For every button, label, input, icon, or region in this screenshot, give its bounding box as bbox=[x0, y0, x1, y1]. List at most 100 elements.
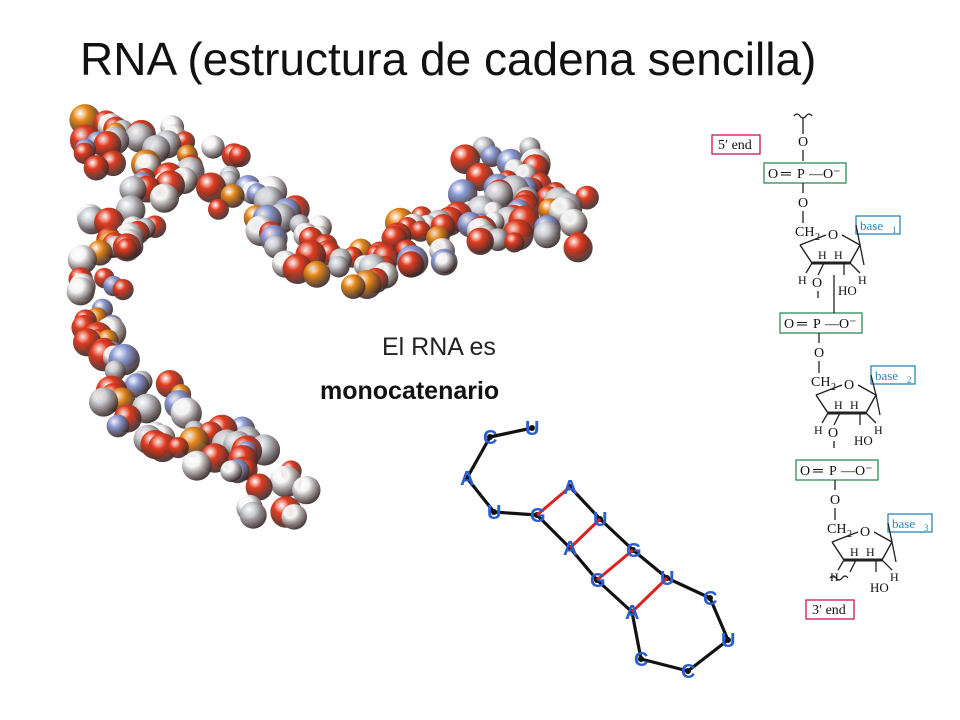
phosphate-p: P bbox=[797, 167, 805, 182]
atom-oxygen bbox=[466, 227, 494, 255]
nucleotide-15: U bbox=[593, 509, 607, 531]
phosphate-double-bond: ═ bbox=[796, 317, 807, 332]
backbone-node bbox=[725, 637, 731, 643]
atom-phosphorus bbox=[303, 260, 331, 288]
atom-carbon bbox=[328, 255, 350, 278]
atom-hydrogen bbox=[182, 450, 212, 481]
nucleotide-6: A bbox=[563, 538, 577, 560]
atom-hydrogen bbox=[201, 135, 225, 159]
hydroxyl: HO bbox=[854, 433, 873, 448]
phosphate-single-bond: — bbox=[840, 464, 856, 479]
slide-title: RNA (estructura de cadena sencilla) bbox=[80, 33, 817, 85]
ring-h: H bbox=[890, 570, 899, 584]
atom-oxygen bbox=[410, 220, 431, 242]
atom-oxygen bbox=[83, 155, 110, 181]
five-end-label: 5′ end bbox=[718, 138, 752, 153]
nucleotide-5: G bbox=[530, 505, 546, 527]
phosphate-box bbox=[763, 162, 847, 184]
atom-oxygen bbox=[112, 279, 134, 301]
atom-phosphorus bbox=[220, 183, 245, 208]
backbone-bond bbox=[666, 576, 711, 600]
atom-oxygen bbox=[245, 473, 273, 501]
backbone-bond bbox=[630, 611, 643, 660]
atom-oxygen bbox=[167, 437, 189, 459]
atom-oxygen bbox=[228, 145, 251, 168]
ring-h: H bbox=[834, 398, 843, 412]
backbone-node bbox=[491, 509, 497, 515]
nucleotide-11: U bbox=[721, 630, 735, 652]
caption-line-1: El RNA es bbox=[382, 333, 496, 361]
ring-h: H bbox=[814, 423, 823, 437]
ch2-group: CH bbox=[795, 225, 814, 240]
ring-oxygen: O bbox=[844, 378, 854, 393]
atom-hydrogen bbox=[220, 460, 243, 483]
phosphate-o-minus: O⁻ bbox=[823, 167, 841, 182]
ester-oxygen: O bbox=[830, 493, 840, 508]
nucleotide-7: G bbox=[590, 570, 606, 592]
base-subscript: 1 bbox=[892, 225, 897, 235]
phosphate-double-bond: ═ bbox=[812, 464, 823, 479]
hydroxyl: HO bbox=[838, 283, 857, 298]
atom-hydrogen bbox=[149, 183, 179, 213]
nucleotide-13: U bbox=[660, 568, 674, 590]
backbone-bond bbox=[493, 510, 538, 517]
phosphate-o: O bbox=[768, 167, 778, 182]
backbone-node bbox=[487, 434, 493, 440]
ester-oxygen: O bbox=[798, 196, 808, 211]
ring-h: H bbox=[834, 248, 843, 262]
nucleotide-4: U bbox=[487, 502, 501, 524]
atom-oxygen bbox=[397, 251, 424, 278]
base-pair-bond bbox=[596, 548, 634, 582]
ch2-subscript: 2 bbox=[847, 529, 852, 540]
backbone-node bbox=[685, 668, 691, 674]
phosphate-o: O bbox=[800, 464, 810, 479]
o-top: O bbox=[798, 135, 808, 150]
atom-carbon bbox=[239, 501, 267, 529]
base-pair-bond bbox=[536, 485, 571, 517]
ring-h: H bbox=[850, 545, 859, 559]
ch2-subscript: 2 bbox=[815, 232, 820, 243]
base-label: base bbox=[875, 368, 898, 383]
phosphate-o: O bbox=[784, 317, 794, 332]
nucleotide-14: G bbox=[626, 540, 642, 562]
backbone-bond bbox=[687, 638, 729, 673]
o3-oxygen: O bbox=[812, 276, 822, 291]
ring-h: H bbox=[866, 545, 875, 559]
atom-carbon bbox=[89, 387, 119, 417]
ring-oxygen: O bbox=[860, 525, 870, 540]
three-end-box bbox=[805, 599, 855, 620]
atom-carbon bbox=[533, 221, 561, 249]
backbone-bond bbox=[568, 546, 599, 582]
atom-oxygen bbox=[504, 232, 525, 253]
three-end-label: 3′ end bbox=[812, 603, 846, 618]
hydroxyl: HO bbox=[870, 580, 889, 595]
chain-break-top bbox=[793, 113, 813, 119]
nucleotide-2: C bbox=[483, 427, 497, 449]
atom-oxygen bbox=[116, 238, 138, 260]
caption-line-2: monocatenario bbox=[320, 377, 500, 405]
base-pair-bond bbox=[630, 576, 669, 614]
ring-h: H bbox=[858, 273, 867, 287]
ch2-group: CH bbox=[811, 375, 830, 390]
atom-phosphorus bbox=[340, 274, 366, 299]
ring-h: H bbox=[850, 398, 859, 412]
phosphate-box bbox=[795, 459, 879, 481]
five-end-box bbox=[711, 134, 761, 155]
base-pair-bond bbox=[568, 517, 602, 550]
base-subscript: 3 bbox=[924, 523, 929, 533]
atom-hydrogen bbox=[281, 504, 308, 530]
backbone-node bbox=[707, 595, 713, 601]
ring-oxygen: O bbox=[828, 228, 838, 243]
atom-oxygen bbox=[196, 172, 227, 203]
phosphate-p: P bbox=[829, 464, 837, 479]
phosphate-o-minus: O⁻ bbox=[855, 464, 873, 479]
phosphate-o-minus: O⁻ bbox=[839, 317, 857, 332]
atom-oxygen bbox=[148, 433, 178, 463]
backbone-bond bbox=[640, 657, 689, 673]
backbone-node bbox=[464, 475, 470, 481]
atom-hydrogen bbox=[67, 244, 97, 275]
backbone-bond bbox=[489, 426, 533, 439]
nucleotide-9: C bbox=[634, 649, 648, 671]
